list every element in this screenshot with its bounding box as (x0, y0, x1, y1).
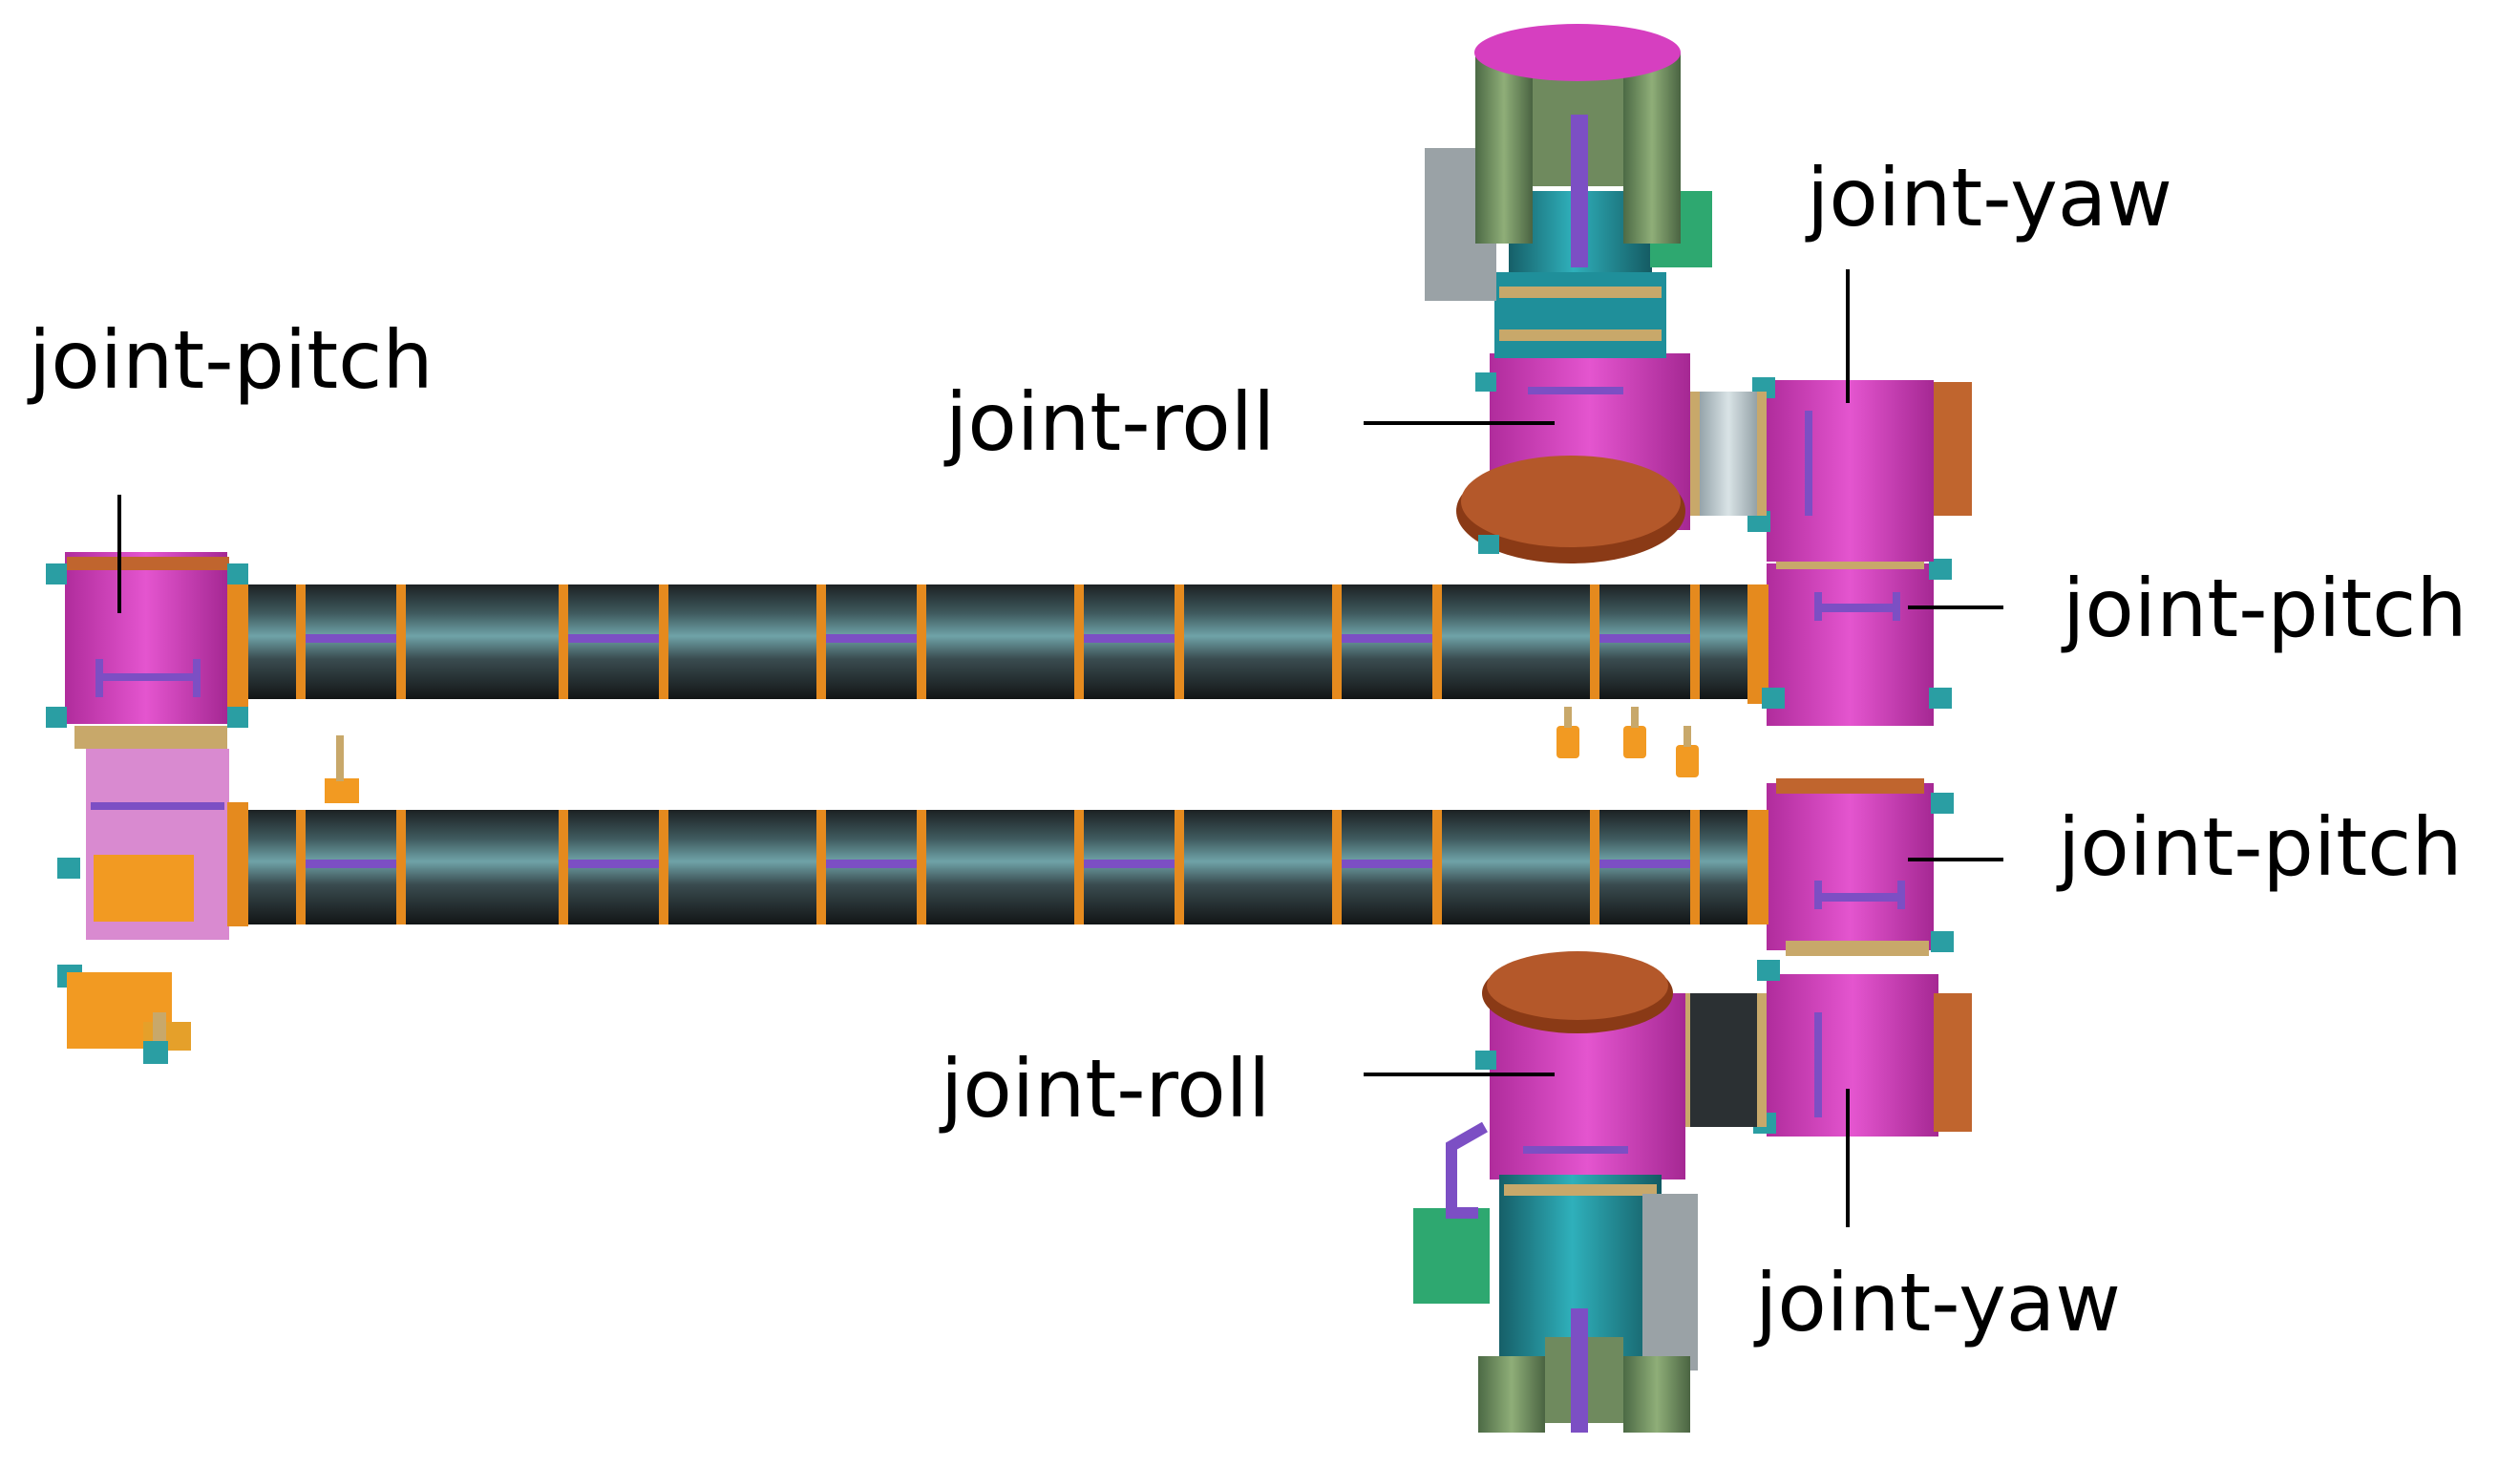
label-right-joint-pitch-upper: joint-pitch (2063, 562, 2467, 655)
top-end-effector (1425, 24, 1712, 358)
bottom-roll-joint (1475, 951, 1685, 1179)
bottom-yaw-joint (1681, 960, 1972, 1137)
cable-fittings (1556, 707, 1699, 777)
label-top-joint-yaw: joint-yaw (1807, 151, 2172, 244)
upper-boom (244, 584, 1757, 699)
left-lower-joint (57, 735, 359, 1064)
label-bottom-joint-roll: joint-roll (941, 1042, 1271, 1136)
leader-lines (117, 269, 2003, 1227)
right-pitch-joint-upper (1747, 554, 1952, 726)
label-right-joint-pitch-lower: joint-pitch (2058, 800, 2463, 894)
left-pitch-joint (46, 552, 248, 749)
label-bottom-joint-yaw: joint-yaw (1755, 1256, 2121, 1349)
label-top-joint-roll: joint-roll (945, 375, 1276, 469)
bottom-end-effector (1413, 1121, 1698, 1433)
lower-boom (244, 810, 1757, 924)
top-roll-joint (1456, 353, 1690, 563)
right-pitch-joint-lower (1747, 778, 1954, 956)
top-yaw-joint (1690, 377, 1972, 562)
label-left-joint-pitch: joint-pitch (29, 313, 434, 407)
